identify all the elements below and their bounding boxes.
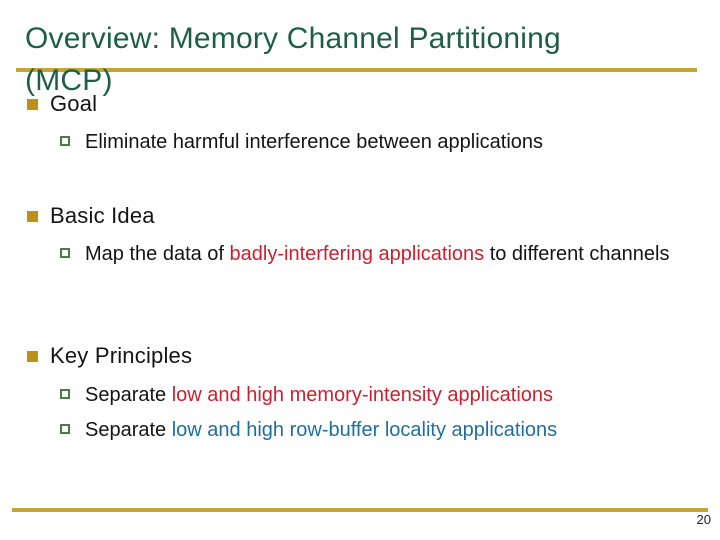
hollow-square-bullet-icon: [60, 389, 70, 399]
section-heading-label: Basic Idea: [50, 203, 155, 228]
footer-rule: [12, 508, 708, 512]
text-segment: to different channels: [484, 243, 670, 265]
hollow-square-bullet-icon: [60, 424, 70, 434]
slide-title-line1: Overview: Memory Channel Partitioning: [25, 22, 561, 55]
section-heading-label: Key Principles: [50, 343, 193, 368]
bullet-item: Separate low and high row-buffer localit…: [60, 416, 695, 445]
solid-square-bullet-icon: [27, 211, 38, 222]
slide-title: Overview: Memory Channel Partitioning (M…: [25, 18, 665, 102]
text-segment: Eliminate harmful interference between a…: [85, 131, 544, 153]
title-underline-rule: [16, 68, 697, 72]
section-heading-key-principles: Key Principles: [27, 344, 192, 368]
section-heading-goal: Goal: [27, 92, 97, 116]
hollow-square-bullet-icon: [60, 136, 70, 146]
solid-square-bullet-icon: [27, 99, 38, 110]
bullet-item-text: Map the data of badly-interfering applic…: [85, 240, 695, 269]
text-segment: low and high memory-intensity applicatio…: [171, 384, 554, 406]
section-heading-basic-idea: Basic Idea: [27, 204, 155, 228]
text-segment: Separate: [85, 384, 172, 406]
bullet-item-text: Separate low and high memory-intensity a…: [85, 381, 695, 410]
solid-square-bullet-icon: [27, 351, 38, 362]
section-heading-label: Goal: [50, 91, 98, 116]
text-segment: Map the data of: [85, 243, 230, 265]
text-segment: low and high row-buffer locality applica…: [171, 419, 558, 441]
hollow-square-bullet-icon: [60, 248, 70, 258]
text-segment: Separate: [85, 419, 172, 441]
slide-title-line2: (MCP): [25, 64, 113, 97]
bullet-item: Eliminate harmful interference between a…: [60, 128, 695, 157]
bullet-item: Separate low and high memory-intensity a…: [60, 381, 695, 410]
bullet-item-text: Separate low and high row-buffer localit…: [85, 416, 695, 445]
page-number: 20: [696, 512, 711, 527]
bullet-item-text: Eliminate harmful interference between a…: [85, 128, 695, 157]
text-segment: badly-interfering applications: [229, 243, 485, 265]
bullet-item: Map the data of badly-interfering applic…: [60, 240, 695, 269]
